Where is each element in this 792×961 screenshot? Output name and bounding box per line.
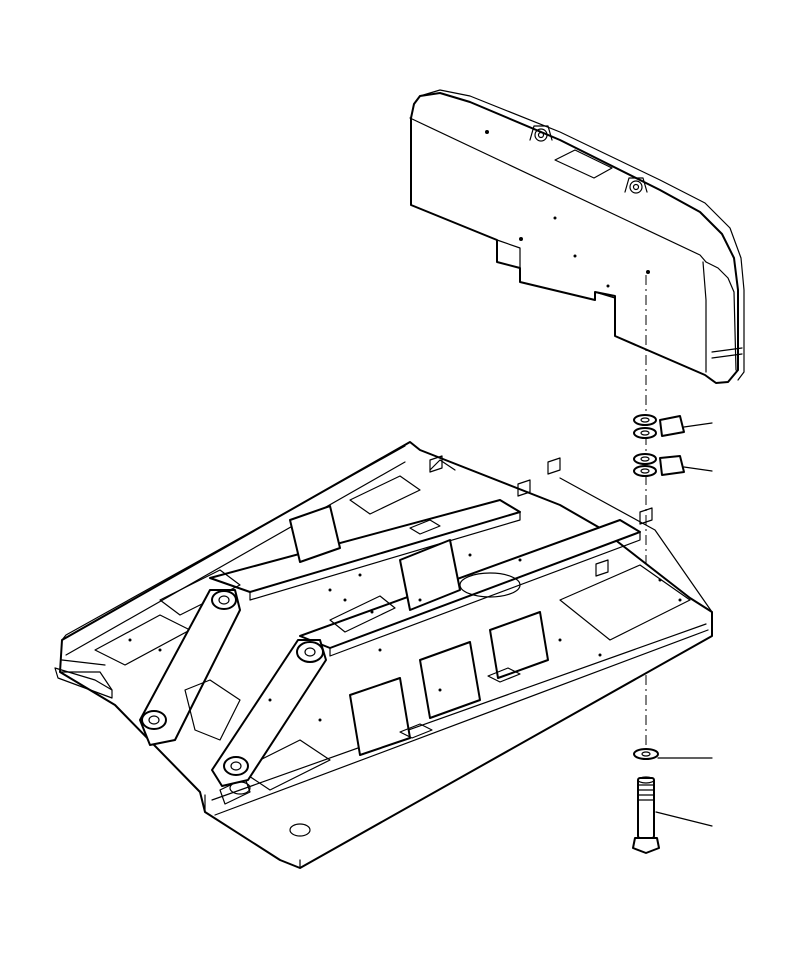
callout-leaders: [655, 422, 713, 827]
callout-leader-washer-2: [683, 466, 713, 472]
washer-3: [633, 748, 659, 760]
revolving-frame: [54, 441, 713, 869]
washer-2: [633, 453, 685, 477]
bolt: [632, 776, 660, 854]
counterweight-part: [409, 89, 745, 384]
callout-leader-washer-1: [683, 422, 713, 428]
callout-leader-bolt: [655, 811, 713, 827]
washer-1: [633, 414, 685, 439]
